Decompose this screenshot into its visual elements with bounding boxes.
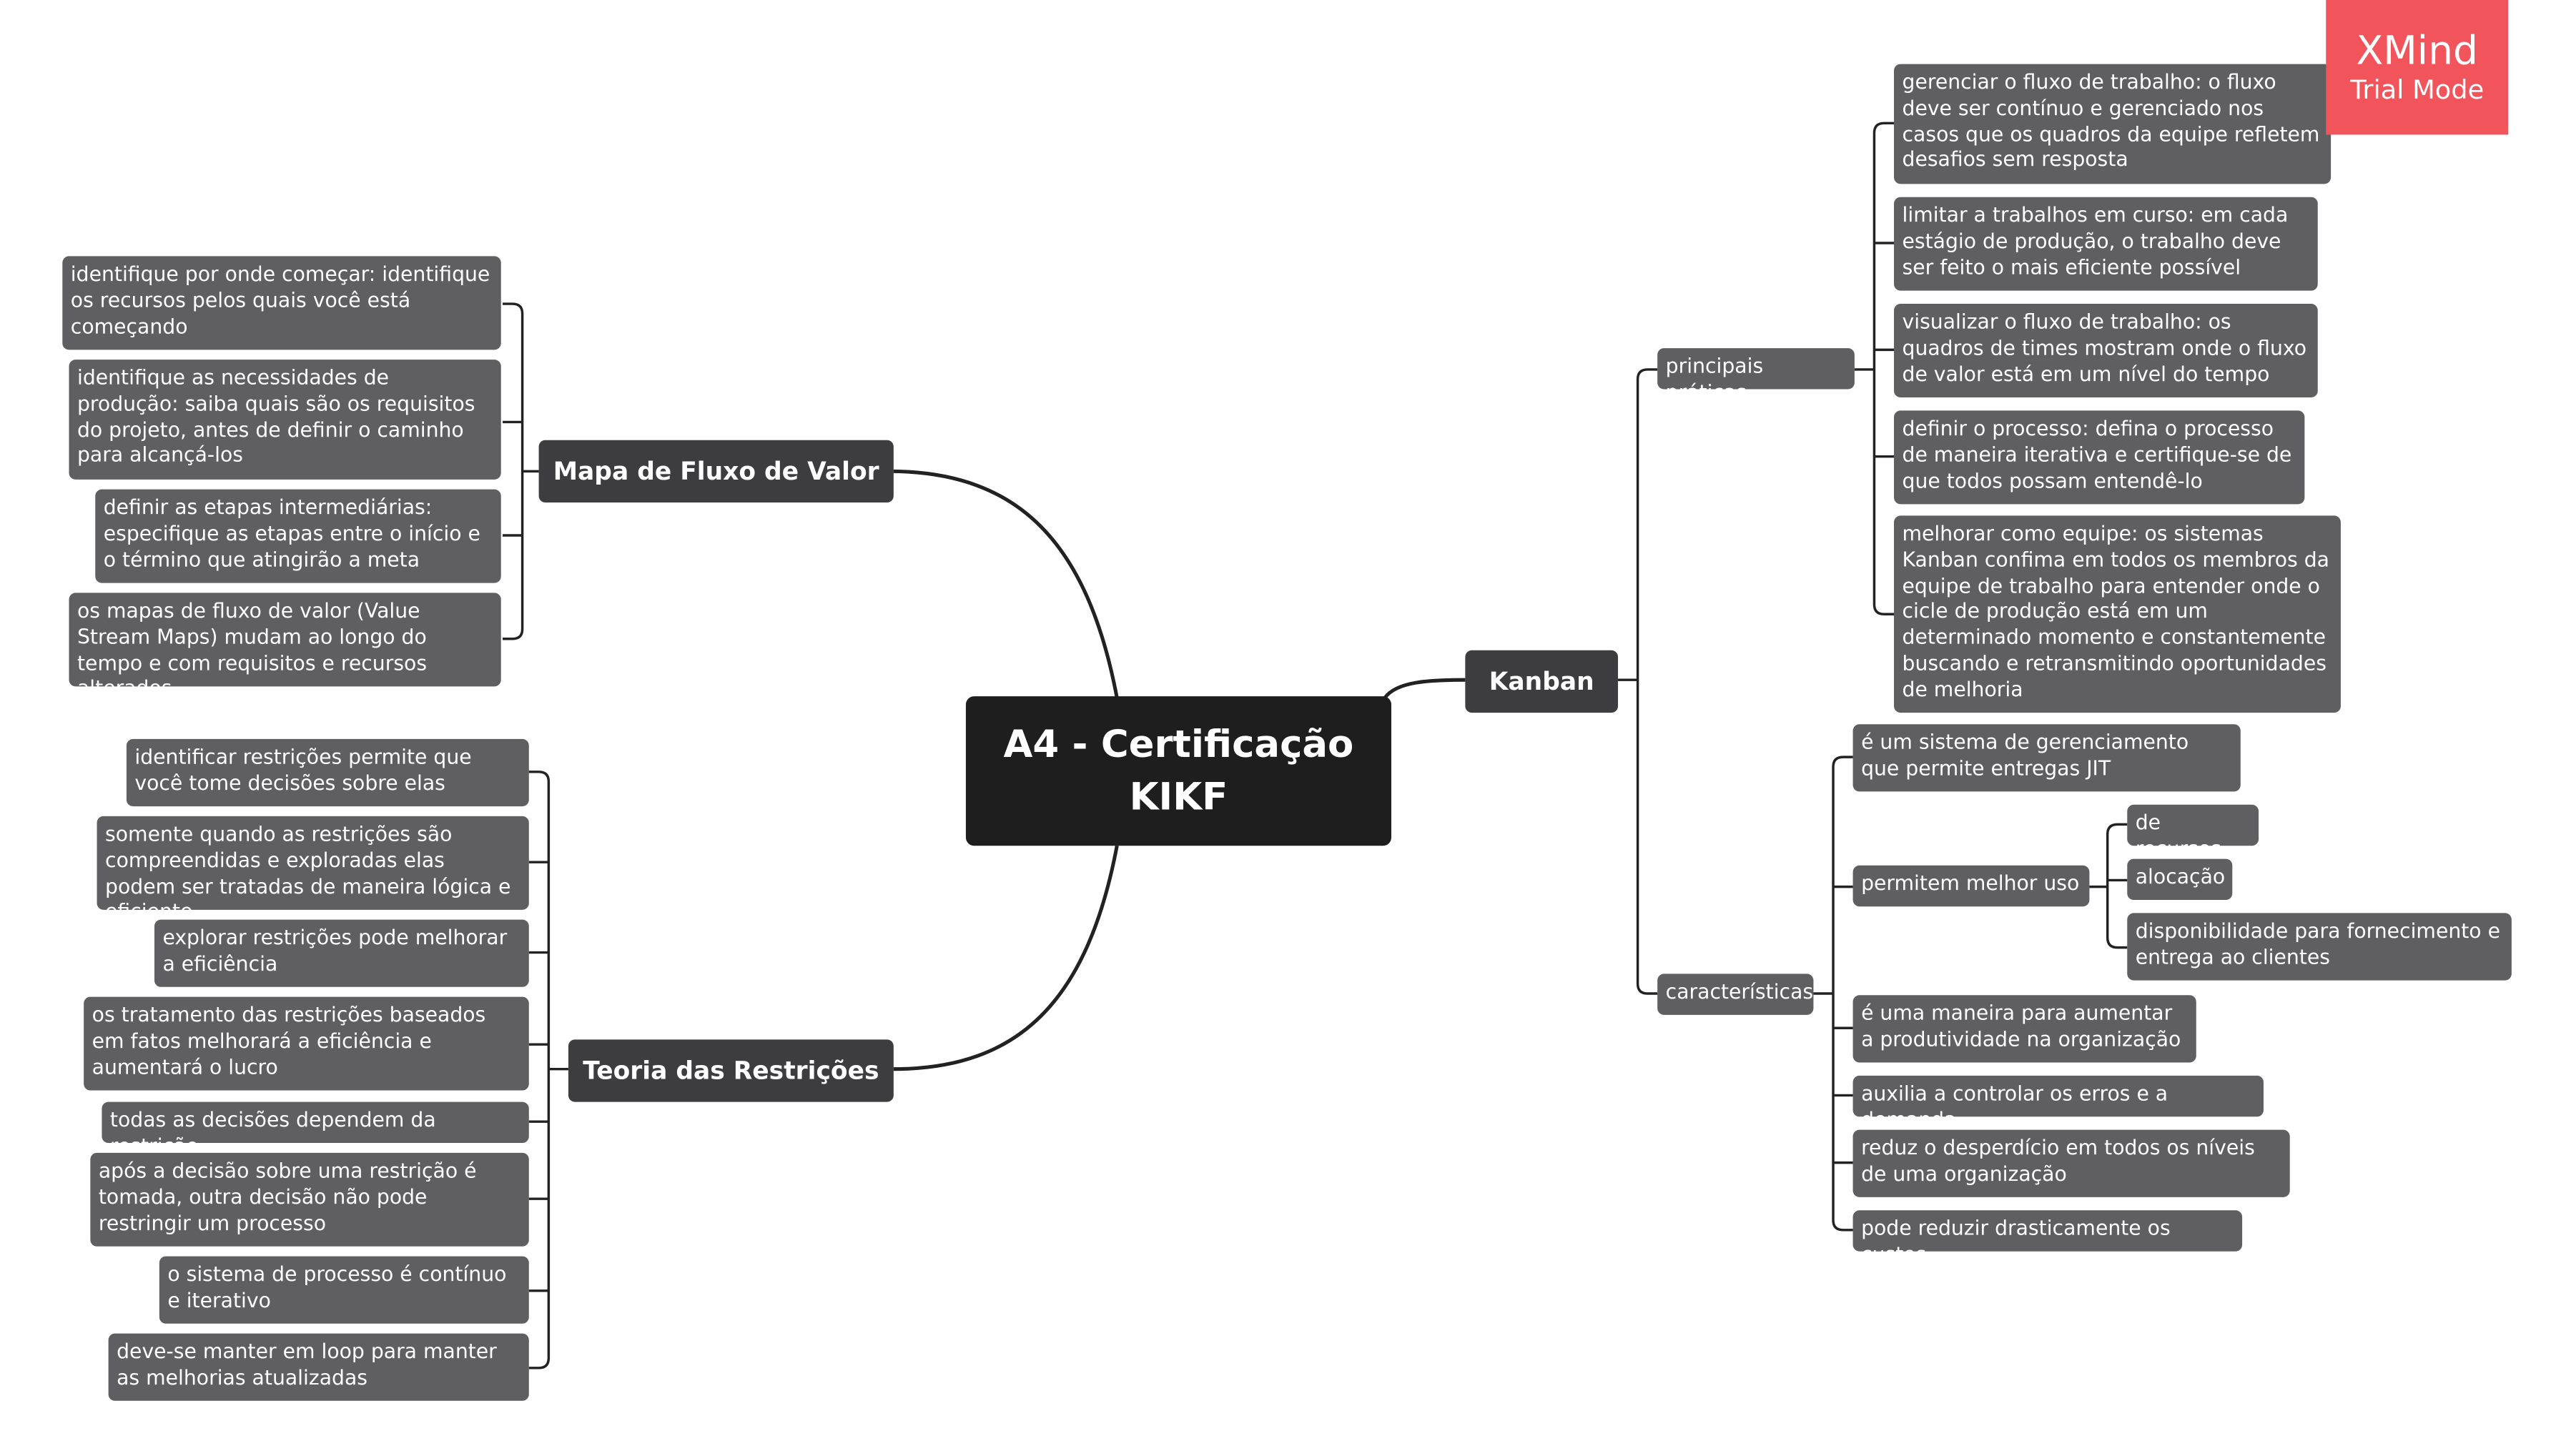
subtopic-teoria-item-4[interactable]: os tratamento das restrições baseados em… [84,996,529,1091]
subtopic-teoria-item-8[interactable]: deve-se manter em loop para manter as me… [108,1333,529,1401]
central-topic-line-2: KIKF [1129,776,1228,819]
subtopic-teoria-item-5[interactable]: todas as decisões dependem da restrição [102,1101,529,1157]
subtopic-teoria-item-6[interactable]: após a decisão sobre uma restrição é tom… [90,1152,529,1247]
feature-item-4[interactable]: auxilia a controlar os erros e a demanda [1852,1075,2264,1131]
xmind-brand-label: XMind [2356,28,2479,74]
feature-item-6[interactable]: pode reduzir drasticamente os custos [1852,1210,2243,1266]
melhor-uso-item-3[interactable]: disponibilidade para fornecimento e entr… [2127,913,2512,981]
feature-item-3[interactable]: é uma maneira para aumentar a produtivid… [1852,995,2196,1063]
trial-mode-label: Trial Mode [2350,74,2485,106]
melhor-uso-item-2[interactable]: alocação [2127,858,2233,901]
subtopic-principais-praticas[interactable]: principais práticas [1657,348,1855,404]
subtopic-teoria-item-3[interactable]: explorar restrições pode melhorar a efic… [154,919,529,987]
practice-item-2[interactable]: limitar a trabalhos em curso: em cada es… [1894,197,2318,291]
subtopic-mapa-item-4[interactable]: os mapas de fluxo de valor (Value Stream… [69,593,501,700]
subtopic-mapa-item-2[interactable]: identifique as necessidades de produção:… [69,360,501,480]
subtopic-caracteristicas[interactable]: características [1657,974,1814,1015]
practice-item-5[interactable]: melhorar como equipe: os sistemas Kanban… [1894,515,2341,713]
topic-teoria-restricoes[interactable]: Teoria das Restrições [568,1039,894,1102]
topic-mapa-fluxo-valor[interactable]: Mapa de Fluxo de Valor [538,440,894,503]
feature-item-1[interactable]: é um sistema de gerenciamento que permit… [1852,724,2241,792]
topic-kanban[interactable]: Kanban [1465,650,1619,713]
subtopic-mapa-item-3[interactable]: definir as etapas intermediárias: especi… [95,489,501,583]
feature-item-5[interactable]: reduz o desperdício em todos os níveis d… [1852,1129,2290,1197]
central-topic-line-1: A4 - Certificação [1003,723,1354,766]
practice-item-3[interactable]: visualizar o fluxo de trabalho: os quadr… [1894,304,2318,397]
feature-item-2[interactable]: permitem melhor uso [1852,865,2090,907]
subtopic-teoria-item-7[interactable]: o sistema de processo é contínuo e itera… [159,1256,529,1324]
practice-item-1[interactable]: gerenciar o fluxo de trabalho: o fluxo d… [1894,64,2332,184]
practice-item-4[interactable]: definir o processo: defina o processo de… [1894,410,2305,505]
subtopic-teoria-item-2[interactable]: somente quando as restrições são compree… [97,816,529,923]
melhor-uso-item-1[interactable]: de recursos [2127,804,2259,860]
xmind-trial-badge[interactable]: XMind Trial Mode [2326,0,2509,135]
subtopic-teoria-item-1[interactable]: identificar restrições permite que você … [126,738,529,807]
subtopic-mapa-item-1[interactable]: identifique por onde começar: identifiqu… [62,256,501,350]
